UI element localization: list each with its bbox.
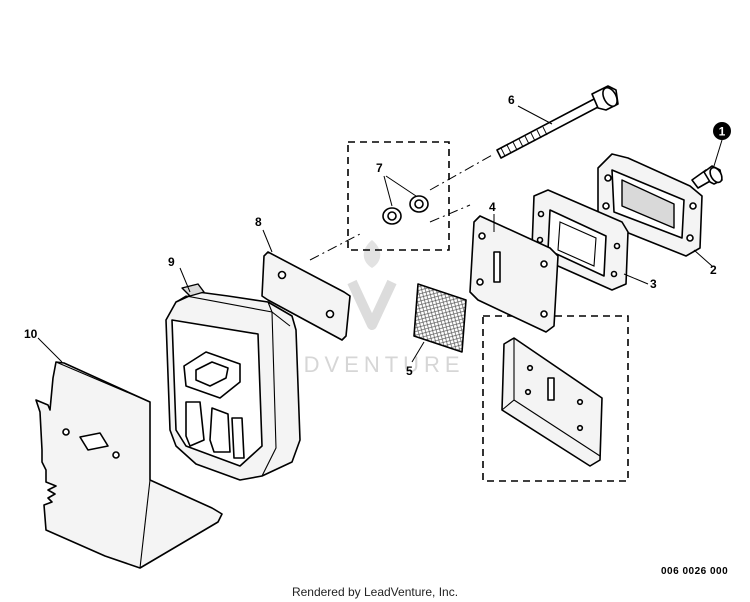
axis-line-mid (429, 204, 471, 223)
axis-line-lower (309, 232, 363, 261)
callout-4: 4 (489, 200, 496, 214)
callout-1: 1 (719, 125, 726, 139)
part-4-gasket (469, 215, 559, 333)
heat-shield-dashed-box (482, 315, 629, 482)
part-8-gasket (261, 251, 351, 341)
leader-6 (517, 105, 553, 125)
drawing-code: 006 0026 000 (661, 566, 729, 577)
callout-5: 5 (406, 364, 413, 378)
callout-9: 9 (168, 255, 175, 269)
callout-8: 8 (255, 215, 262, 229)
part-10-bracket (35, 361, 223, 569)
leader-7a (383, 175, 393, 207)
leader-8 (262, 229, 273, 253)
part-3-spacer (531, 189, 629, 291)
callout-7: 7 (376, 161, 383, 175)
leader-9 (179, 267, 191, 293)
axis-line-upper (429, 153, 495, 191)
leader-1 (713, 139, 723, 167)
leader-10 (37, 337, 63, 363)
callout-1-badge: 1 (713, 122, 731, 140)
washer-kit-dashed-box (347, 141, 450, 251)
part-7-washers (382, 195, 429, 225)
footer-credit: Rendered by LeadVenture, Inc. (291, 585, 459, 599)
leader-7b (385, 175, 417, 197)
callout-6: 6 (508, 93, 515, 107)
part-1-screw (691, 165, 723, 189)
leader-3 (623, 273, 649, 285)
callout-3: 3 (650, 277, 657, 291)
leader-5 (411, 341, 425, 363)
part-5-screen (413, 283, 467, 353)
heat-shield-plate (501, 337, 603, 467)
callout-10: 10 (24, 327, 38, 341)
part-9-muffler (165, 283, 301, 481)
leader-2 (693, 249, 713, 267)
callout-2: 2 (710, 263, 717, 277)
part-6-bolt (496, 85, 619, 159)
